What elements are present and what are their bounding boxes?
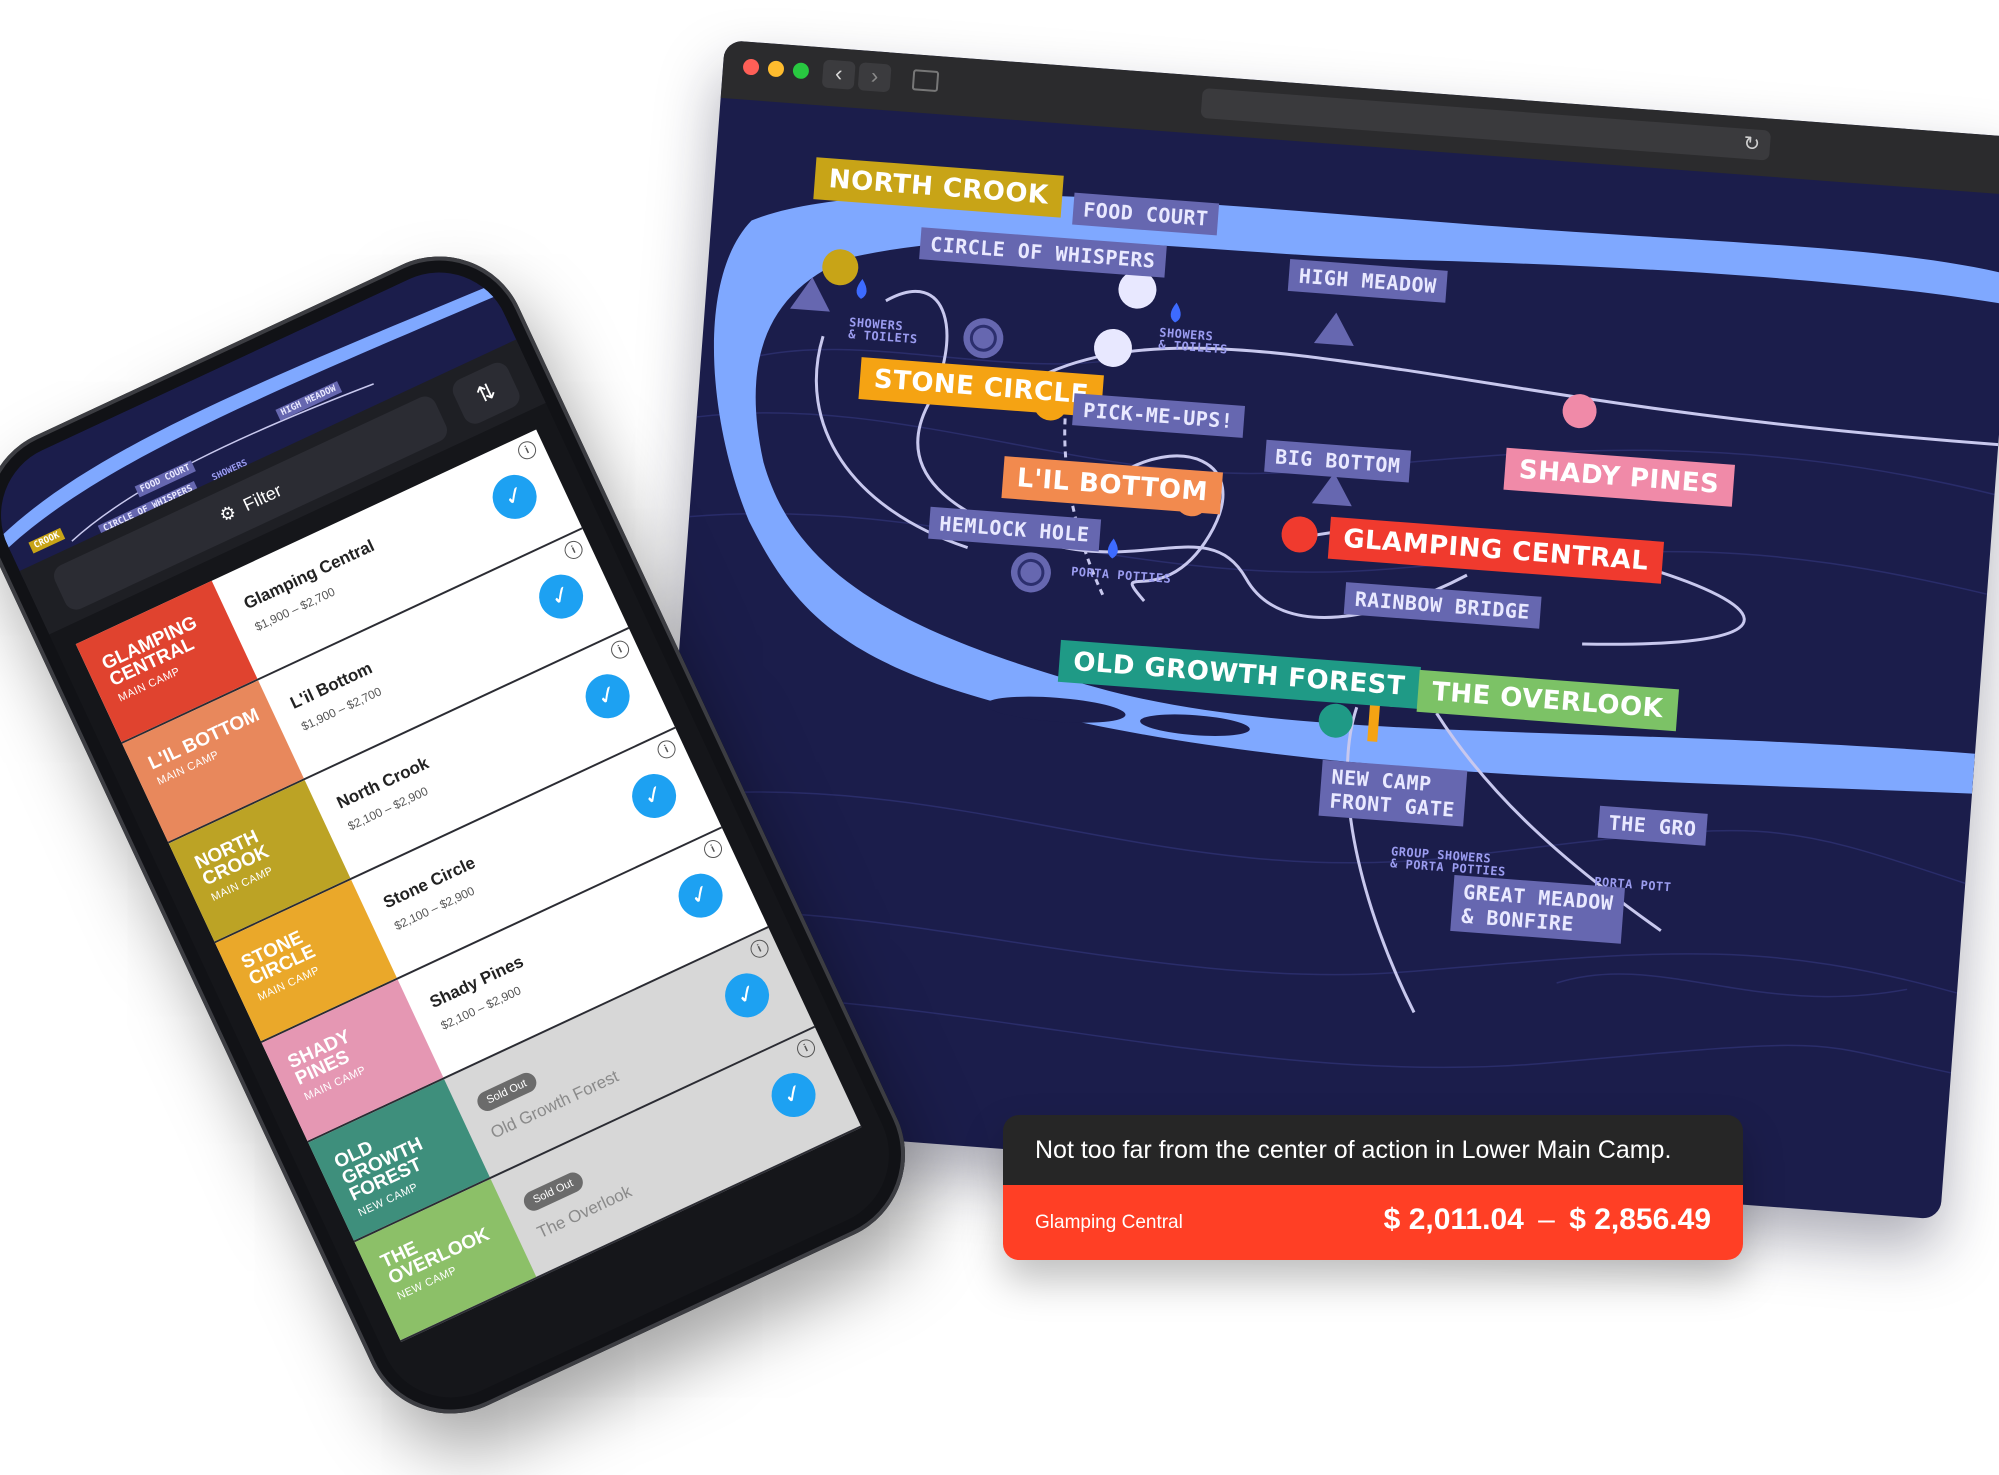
phone-screen: CROOK FOOD COURT CIRCLE OF WHISPERS HIGH… [0, 248, 913, 1422]
chevron-right-icon: › [870, 63, 880, 89]
shady-pines-marker [1562, 394, 1597, 429]
phone-map-graphics [2, 285, 496, 548]
info-icon[interactable]: i [515, 438, 540, 463]
camp-tooltip-card: Not too far from the center of action in… [1003, 1115, 1743, 1260]
glamping-central-marker [1281, 516, 1318, 553]
info-icon[interactable]: i [747, 936, 772, 961]
tooltip-footer: Glamping Central $ 2,011.04 – $ 2,856.49 [1003, 1185, 1743, 1260]
tooltip-price-range: $ 2,011.04 – $ 2,856.49 [1384, 1203, 1711, 1237]
sidebar-toggle-button[interactable] [911, 69, 940, 93]
check-icon[interactable]: ✓ [717, 966, 777, 1025]
sort-button[interactable]: ⇅ [448, 358, 524, 428]
tooltip-price-separator: – [1538, 1203, 1555, 1236]
chevron-left-icon: ‹ [834, 60, 844, 86]
check-icon[interactable]: ✓ [764, 1065, 823, 1125]
check-icon[interactable]: ✓ [671, 866, 730, 925]
info-icon[interactable]: i [701, 837, 726, 861]
old-growth-forest-marker [1318, 703, 1353, 738]
camp-map[interactable]: NORTH CROOK FOOD COURT CIRCLE OF WHISPER… [644, 98, 1999, 1220]
tooltip-camp-name: Glamping Central [1035, 1212, 1183, 1233]
check-icon[interactable]: ✓ [485, 467, 544, 527]
check-icon[interactable]: ✓ [624, 766, 684, 826]
check-icon[interactable]: ✓ [578, 667, 637, 726]
info-icon[interactable]: i [794, 1036, 818, 1061]
close-window-button[interactable] [742, 58, 760, 76]
map-label-showers-toilets-1: SHOWERS & TOILETS [848, 315, 919, 346]
sort-icon: ⇅ [472, 377, 500, 408]
forward-button[interactable]: › [857, 62, 892, 93]
info-icon[interactable]: i [561, 537, 586, 562]
tooltip-price-high: $ 2,856.49 [1569, 1203, 1711, 1236]
minimize-window-button[interactable] [767, 60, 785, 78]
info-icon[interactable]: i [608, 637, 633, 662]
back-button[interactable]: ‹ [821, 59, 856, 90]
phone-device: CROOK FOOD COURT CIRCLE OF WHISPERS HIGH… [0, 227, 934, 1443]
zoom-window-button[interactable] [792, 62, 810, 80]
info-icon[interactable]: i [654, 737, 679, 762]
map-label-showers-toilets-2: SHOWERS & TOILETS [1158, 325, 1229, 356]
rainbow-bridge-marker [1367, 696, 1381, 742]
map-label-new-camp-front-gate[interactable]: NEW CAMP FRONT GATE [1318, 759, 1468, 827]
filter-label: Filter [239, 480, 285, 516]
map-graphics [653, 194, 1999, 1074]
check-icon[interactable]: ✓ [531, 567, 591, 626]
phone-map-preview[interactable]: CROOK FOOD COURT CIRCLE OF WHISPERS HIGH… [0, 248, 521, 581]
tooltip-description: Not too far from the center of action in… [1003, 1115, 1743, 1185]
reload-icon[interactable]: ↻ [1742, 132, 1761, 156]
tooltip-price-low: $ 2,011.04 [1383, 1203, 1524, 1236]
north-crook-marker [822, 249, 859, 286]
browser-window: ‹ › ↻ [643, 40, 1999, 1220]
